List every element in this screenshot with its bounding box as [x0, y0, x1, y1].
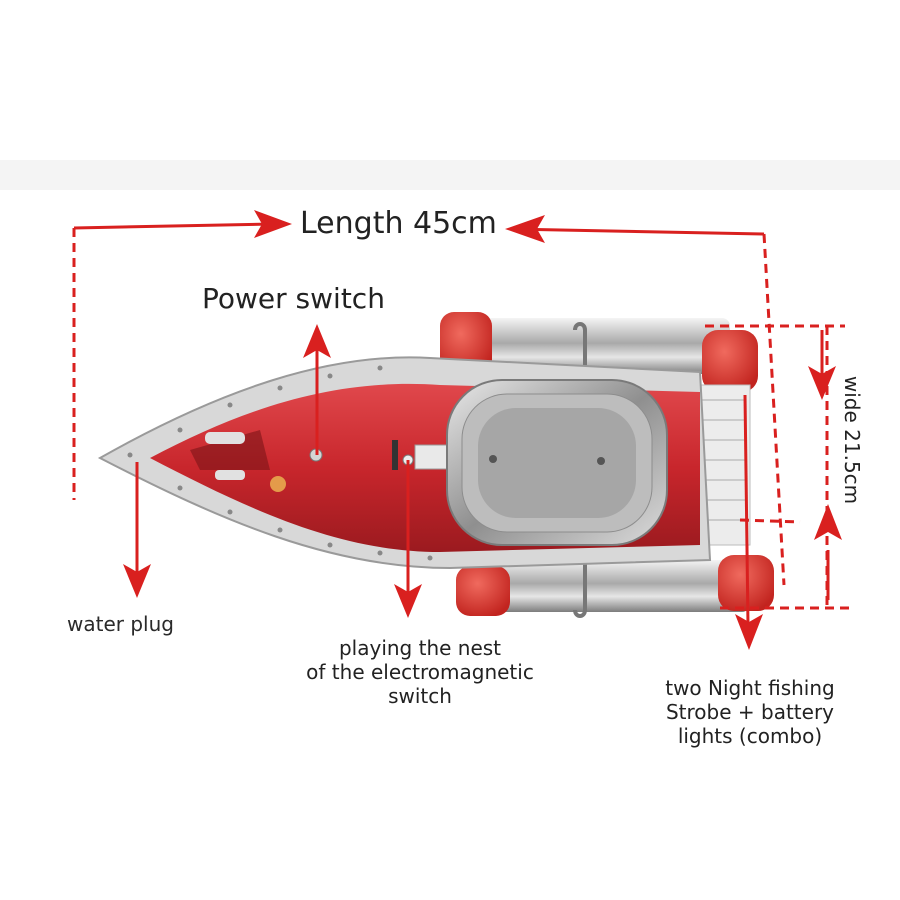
annotation-lines	[72, 222, 850, 626]
power-switch-label: Power switch	[202, 282, 385, 315]
length-right-guide	[762, 233, 786, 586]
length-label: Length 45cm	[300, 206, 497, 241]
bait-hopper	[446, 379, 668, 546]
top-float-tube	[440, 312, 758, 392]
lights-arrow-shaft	[743, 394, 750, 626]
rim-rivets	[127, 365, 433, 561]
background-band	[0, 160, 900, 190]
length-left-arrow-shaft	[73, 222, 273, 230]
annotation-arrowheads	[123, 210, 842, 650]
water-plug-arrowhead	[123, 564, 151, 598]
nest-switch-line-2: of the electromagnetic	[306, 660, 534, 684]
width-mid-guide	[739, 518, 801, 524]
night-lights-line-2: Strobe + battery	[665, 700, 835, 724]
length-right-arrowhead	[505, 215, 545, 243]
length-right-arrow-shaft	[509, 227, 765, 236]
width-top-arrowhead	[808, 366, 836, 400]
power-arrowhead	[303, 324, 331, 358]
night-lights-label: two Night fishing Strobe + battery light…	[640, 676, 860, 748]
lights-arrowhead	[735, 614, 763, 650]
nest-switch-line-1: playing the nest	[338, 636, 502, 660]
width-bottom-arrowhead	[814, 504, 842, 540]
bow-details	[190, 430, 286, 492]
water-plug-label: water plug	[67, 612, 174, 636]
width-label: wide 21.5cm	[840, 375, 864, 505]
nest-arrowhead	[394, 584, 422, 618]
night-lights-line-3: lights (combo)	[677, 724, 823, 748]
night-lights-line-1: two Night fishing	[665, 676, 835, 700]
nest-switch-label: playing the nest of the electromagnetic …	[290, 636, 550, 708]
nest-switch-line-3: switch	[388, 684, 452, 708]
length-left-arrowhead	[254, 210, 292, 238]
bottom-float-tube	[456, 555, 774, 618]
